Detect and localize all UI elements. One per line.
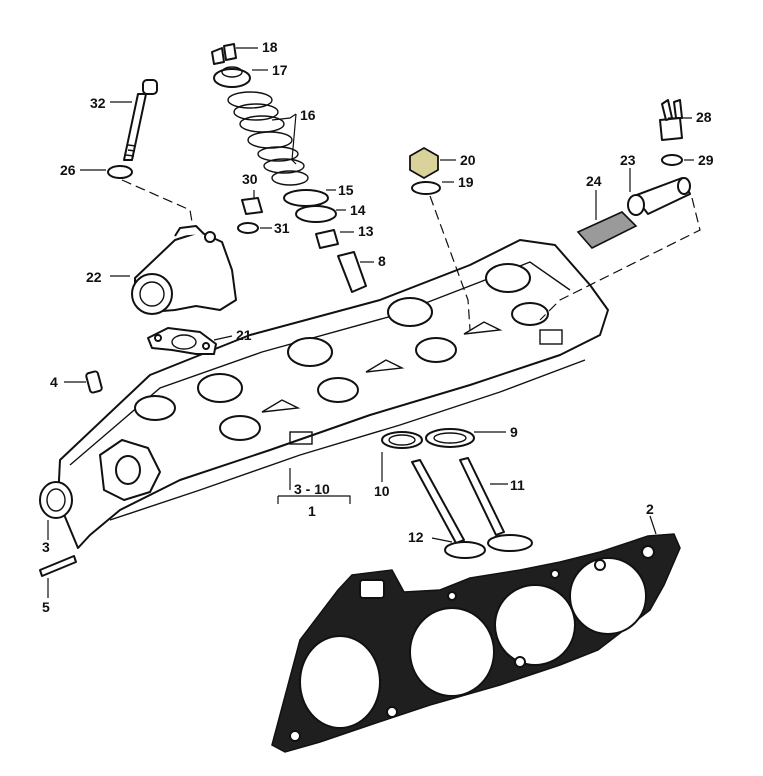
valve-stem-seal-13 (315, 229, 339, 249)
pipe-23 (627, 177, 691, 216)
label-26: 26 (60, 162, 76, 178)
valve-guide-8 (337, 251, 367, 293)
leader-lines (47, 47, 694, 598)
plug-30 (241, 197, 263, 215)
thermostat-housing (131, 225, 237, 315)
gasket-bore-3 (494, 584, 576, 666)
label-2: 2 (646, 501, 654, 517)
label-9: 9 (510, 424, 518, 440)
label-12: 12 (408, 529, 424, 545)
label-10: 10 (374, 483, 390, 499)
label-21: 21 (236, 327, 252, 343)
label-30: 30 (242, 171, 258, 187)
valve-seat-ring-9 (425, 428, 475, 448)
label-4: 4 (50, 374, 58, 390)
label-23: 23 (620, 152, 636, 168)
dowel-4 (85, 370, 103, 394)
sensor-28 (659, 99, 683, 141)
valve-seat-ring-10 (381, 431, 423, 449)
gasket-bore-4 (569, 557, 647, 635)
gasket-24 (576, 211, 638, 249)
valve-11 (459, 457, 533, 552)
gasket-bore-1 (299, 635, 381, 729)
label-20: 20 (460, 152, 476, 168)
label-13: 13 (358, 223, 374, 239)
label-32: 32 (90, 95, 106, 111)
valve-12 (411, 459, 486, 559)
label-22: 22 (86, 269, 102, 285)
label-19: 19 (458, 174, 474, 190)
label-18: 18 (262, 39, 278, 55)
label-3: 3 (42, 539, 50, 555)
washer-29 (661, 154, 683, 166)
cylinder-head (57, 239, 609, 549)
label-31: 31 (274, 220, 290, 236)
seal-3 (39, 481, 73, 519)
spring-retainer-17 (213, 68, 251, 88)
valve-keeper-18 (211, 47, 225, 65)
label-16: 16 (300, 107, 316, 123)
label-11: 11 (510, 477, 525, 493)
spring-washer-14 (295, 205, 337, 223)
label-24: 24 (586, 173, 602, 189)
label-8: 8 (378, 253, 386, 269)
label-17: 17 (272, 62, 288, 78)
part-labels: 18 17 16 15 14 13 8 20 19 28 29 23 24 32… (42, 39, 714, 615)
washer-19 (411, 181, 441, 195)
label-5: 5 (42, 599, 50, 615)
head-gasket (271, 533, 681, 753)
label-15: 15 (338, 182, 354, 198)
label-1: 1 (308, 503, 316, 519)
nut-20 (409, 146, 439, 180)
label-28: 28 (696, 109, 712, 125)
spring-seat-15 (283, 189, 329, 207)
bolt-32 (123, 79, 158, 161)
gasket-bore-2 (409, 607, 495, 697)
label-14: 14 (350, 202, 366, 218)
washer-26 (107, 165, 133, 179)
label-29: 29 (698, 152, 714, 168)
stud-5 (39, 555, 77, 577)
label-3-10: 3 - 10 (294, 481, 330, 497)
valve-spring-stack (211, 43, 367, 293)
washer-31 (237, 222, 259, 234)
thermostat-gasket (147, 327, 217, 355)
